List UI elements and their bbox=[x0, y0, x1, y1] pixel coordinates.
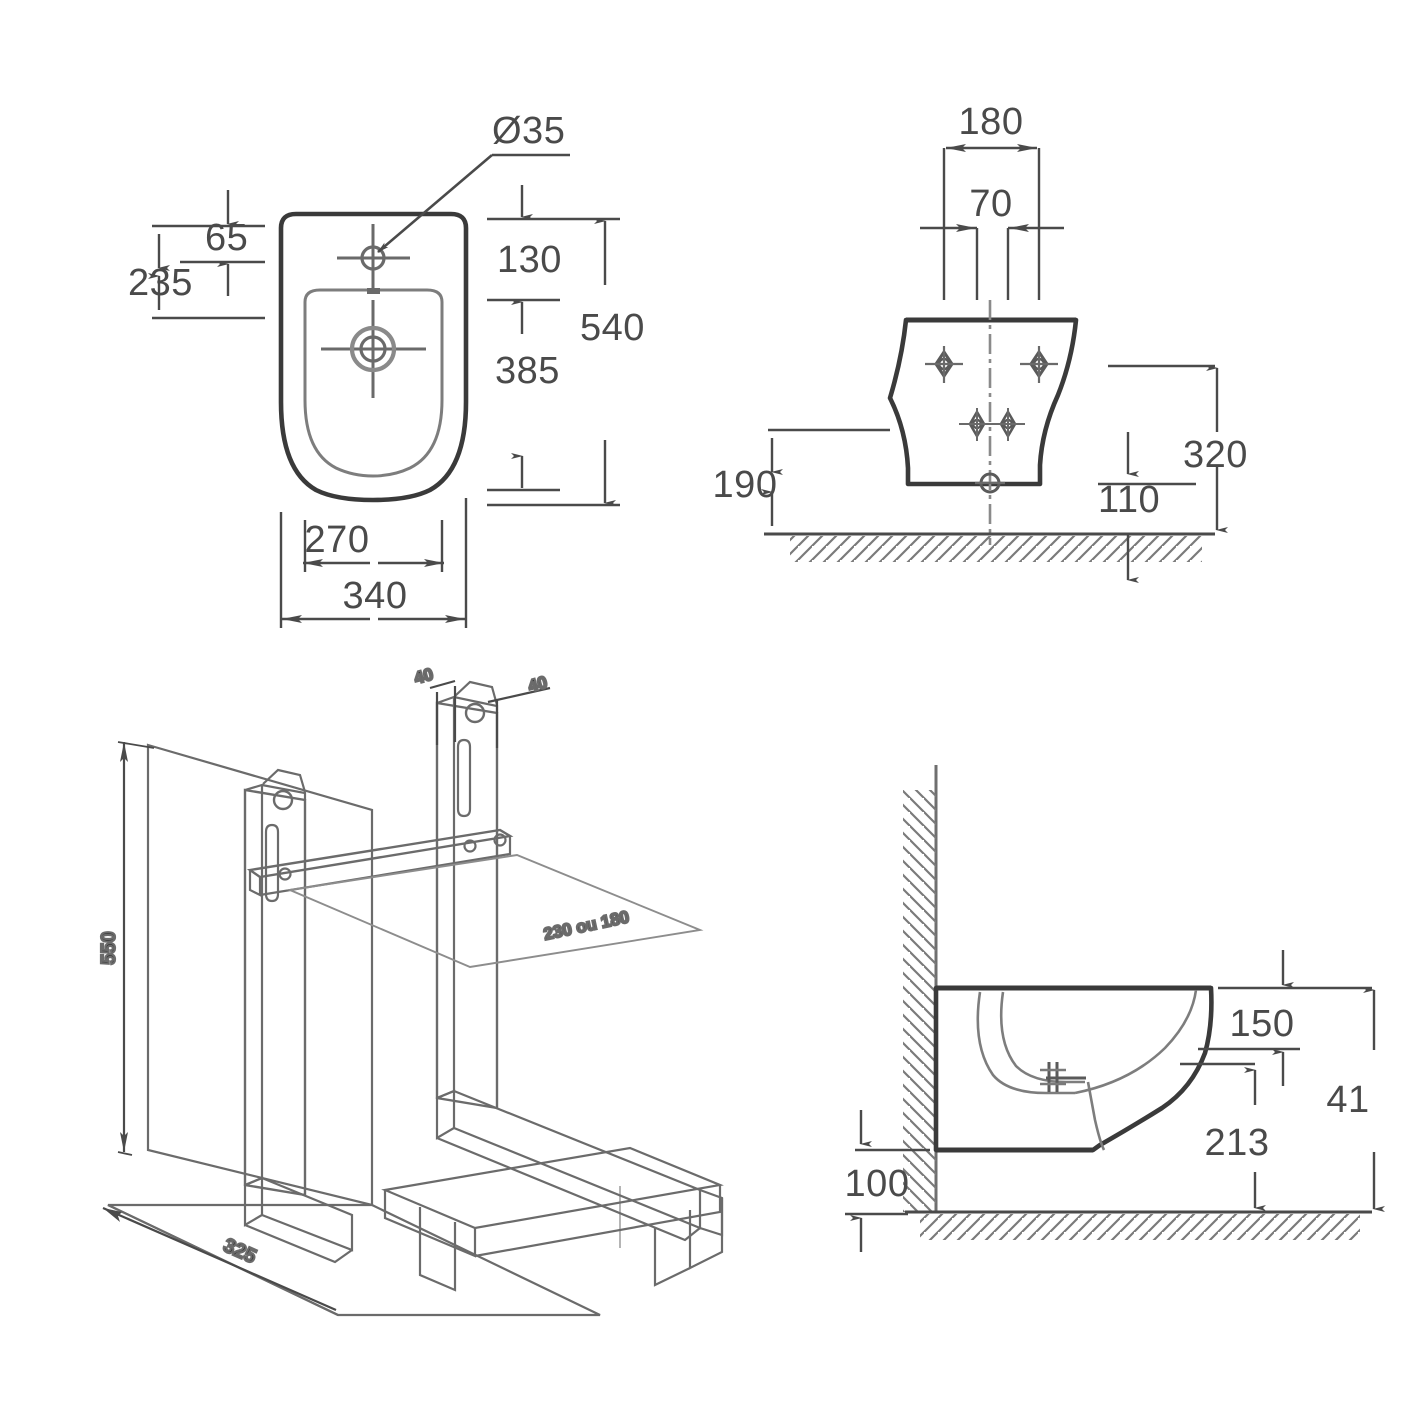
front-drain bbox=[975, 472, 1005, 494]
dim-group-side bbox=[845, 950, 1385, 1252]
wall-panel bbox=[146, 743, 374, 1207]
dim-bolt-spacing-inner: 70 bbox=[969, 183, 1012, 225]
side-section-view: 150 213 100 41 bbox=[845, 765, 1385, 1252]
dim-rim-to-overflow: 150 bbox=[1230, 1003, 1295, 1045]
plan-view: Ø35 65 235 bbox=[128, 110, 645, 628]
dim-group-height bbox=[1098, 364, 1228, 533]
tap-hole-crosshair bbox=[337, 224, 410, 293]
dim-wall-offset: 100 bbox=[845, 1163, 910, 1205]
diameter-leader bbox=[377, 153, 570, 253]
fixing-hole-right bbox=[1020, 346, 1058, 383]
bowl-inner-curve-1 bbox=[976, 991, 1075, 1095]
dim-bracket-span: 230 ou 180 bbox=[542, 907, 631, 944]
dim-side-total: 235 bbox=[128, 262, 193, 304]
dim-group-bottom bbox=[279, 498, 468, 628]
dim-drain-offset: 110 bbox=[1098, 479, 1160, 521]
dim-group-rail-widths bbox=[429, 679, 551, 748]
support-frame-view: 550 325 40 40 230 ou 180 bbox=[97, 664, 724, 1317]
bowl-throat-line bbox=[1086, 1081, 1106, 1151]
dim-overall-length: 540 bbox=[580, 307, 645, 349]
dim-overall-width: 340 bbox=[343, 575, 408, 617]
outlet-crosshair bbox=[1040, 1062, 1066, 1092]
dim-inlet-from-top: 130 bbox=[497, 239, 562, 281]
bidet-section-outline bbox=[933, 985, 1214, 1153]
dim-bolt-spacing-outer: 180 bbox=[959, 101, 1024, 143]
dim-rail-width-left: 40 bbox=[412, 665, 435, 688]
dim-group-frame-depth bbox=[102, 1206, 337, 1312]
floor-hatching bbox=[790, 536, 1202, 562]
dim-height-from-floor: 320 bbox=[1183, 434, 1248, 476]
dim-group-left bbox=[148, 190, 265, 320]
dim-group-bolt-spacing bbox=[920, 144, 1064, 300]
fixing-hole-left bbox=[925, 346, 963, 383]
wall-hatching bbox=[903, 790, 936, 1212]
dim-group-floor-clearance bbox=[761, 428, 890, 526]
side-floor-hatching bbox=[920, 1214, 1360, 1240]
dim-total-height: 41 bbox=[1326, 1079, 1369, 1121]
fixing-hole-inner-right bbox=[990, 408, 1025, 441]
dim-outlet-from-inlet: 385 bbox=[495, 350, 560, 392]
bowl-inner-curve-2 bbox=[999, 991, 1085, 1084]
post-right bbox=[435, 701, 499, 1110]
dim-frame-height: 550 bbox=[98, 931, 120, 964]
dim-inner-width: 270 bbox=[305, 519, 370, 561]
bowl-inner-curve-3 bbox=[1074, 989, 1198, 1095]
post-left bbox=[243, 788, 307, 1197]
fixing-hole-inner-left bbox=[959, 408, 994, 441]
front-view: 180 70 190 110 320 bbox=[713, 101, 1248, 583]
dim-overflow-to-floor: 213 bbox=[1205, 1122, 1270, 1164]
dim-floor-clearance: 190 bbox=[713, 464, 778, 506]
dim-frame-depth: 325 bbox=[220, 1234, 259, 1268]
dim-group-frame-height bbox=[117, 741, 155, 1156]
dim-rail-width-right: 40 bbox=[526, 673, 549, 696]
projection-plane bbox=[286, 854, 704, 968]
dim-group-right bbox=[487, 185, 620, 507]
dim-hole-diameter: Ø35 bbox=[492, 110, 565, 152]
front-body-outline bbox=[887, 317, 1079, 487]
floor-panel bbox=[107, 1203, 601, 1317]
bowl-outline bbox=[278, 211, 469, 503]
bowl-inner-rim bbox=[303, 288, 444, 478]
drain-crosshair bbox=[321, 300, 426, 398]
dim-top-offset: 65 bbox=[205, 217, 248, 259]
